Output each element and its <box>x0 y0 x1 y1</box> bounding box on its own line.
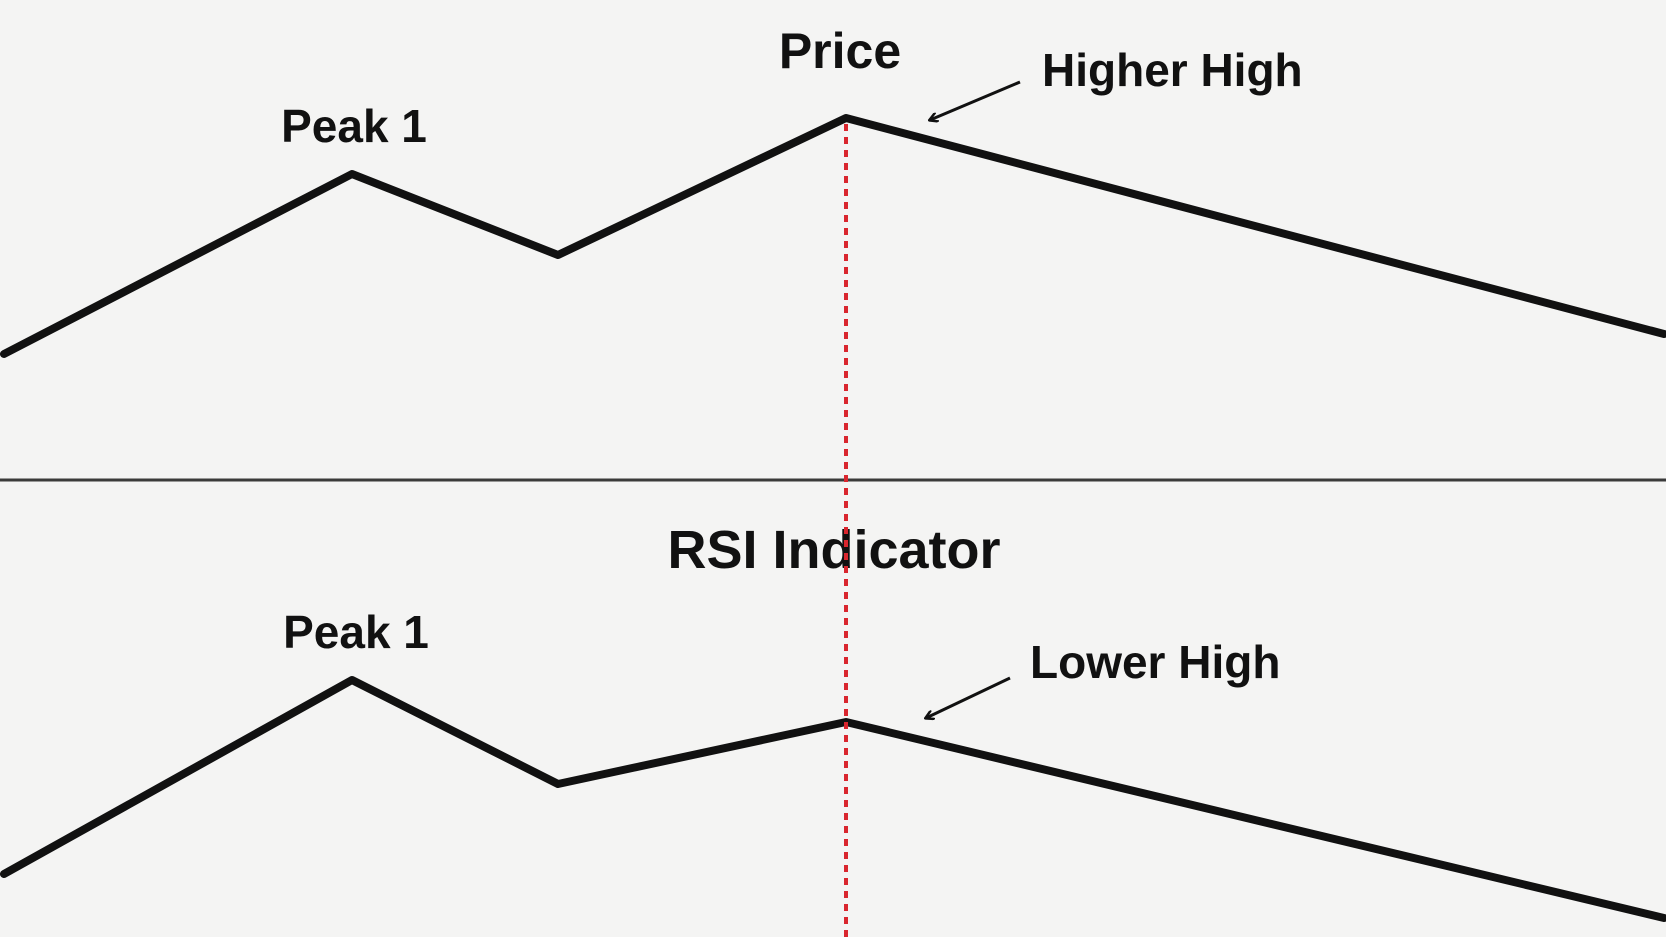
lower-high-arrow <box>926 676 1011 718</box>
higher-high-label: Higher High <box>1042 44 1303 96</box>
lower-high-label: Lower High <box>1030 636 1280 688</box>
higher-high-arrow <box>930 80 1021 120</box>
rsi-line <box>0 676 1666 922</box>
price-peak-1-label: Peak 1 <box>281 100 427 152</box>
price-line <box>0 114 1666 358</box>
rsi-peak-1-label: Peak 1 <box>283 606 429 658</box>
price-title: Price <box>779 23 901 79</box>
rsi-title: RSI Indicator <box>667 520 1000 580</box>
